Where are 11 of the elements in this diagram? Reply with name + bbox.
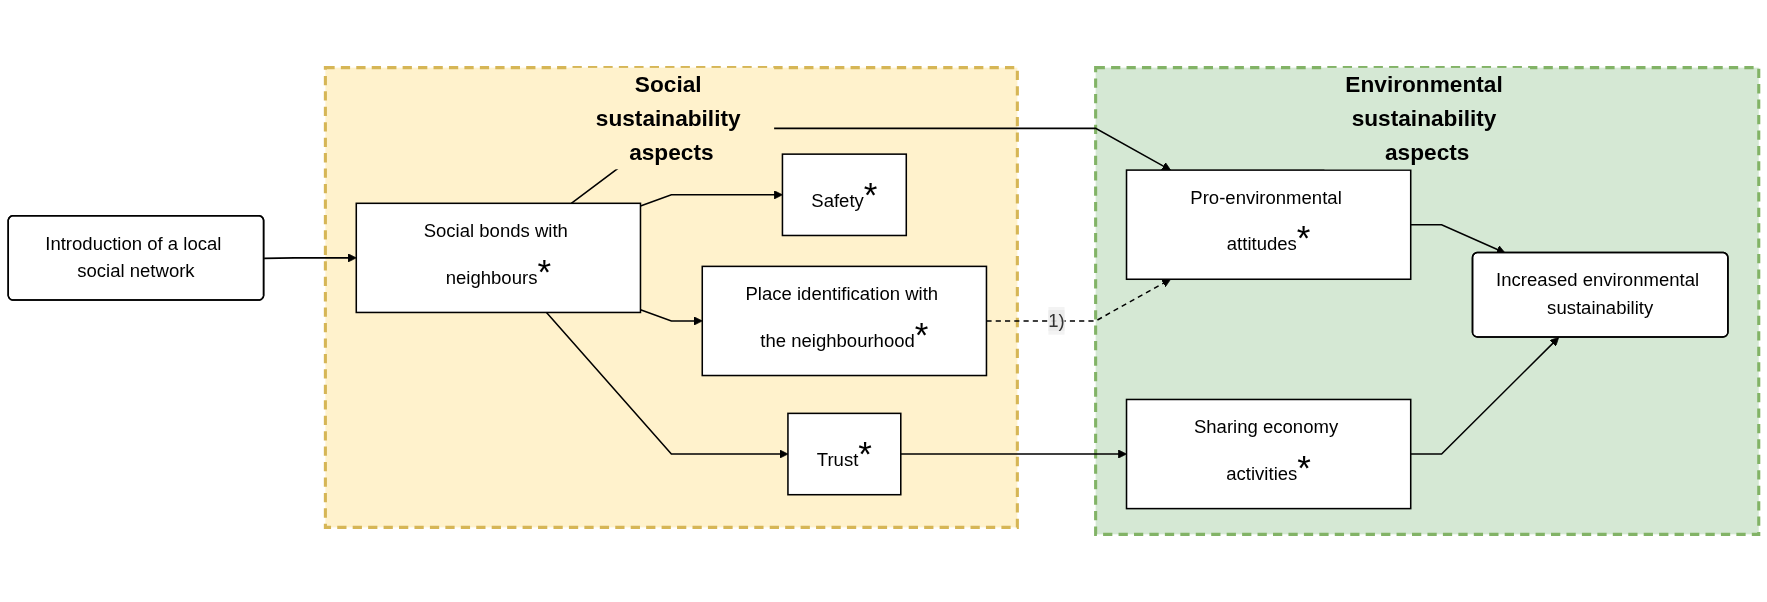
- edge-label: 1): [1048, 310, 1065, 331]
- node-box: Place identification with the neighbourhood*: [701, 265, 988, 377]
- arrow: [639, 308, 703, 326]
- arrow: [900, 449, 1127, 459]
- node-box: Pro-environmental attitudes*: [1125, 169, 1412, 280]
- node-box: Social bonds with neighbours*: [355, 202, 642, 314]
- arrow: [639, 190, 783, 207]
- node-box: Sharing economy activities*: [1125, 398, 1412, 510]
- arrow: [263, 253, 357, 263]
- node-box: Safety*: [781, 153, 908, 237]
- node-box: Trust*: [787, 412, 902, 496]
